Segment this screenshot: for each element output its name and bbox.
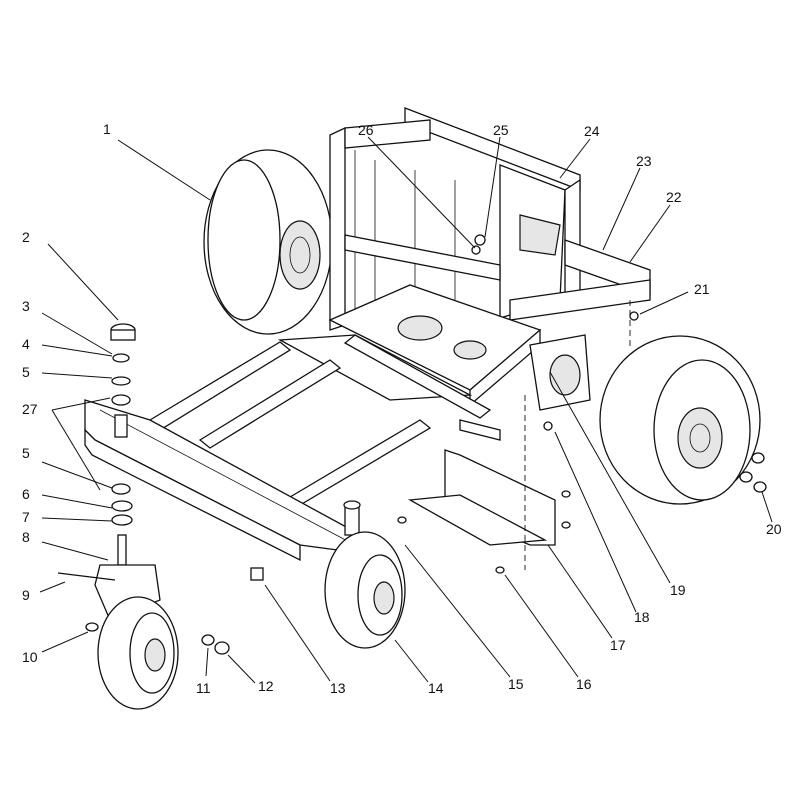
callout-1: 1 bbox=[103, 121, 111, 137]
callout-11: 11 bbox=[196, 680, 211, 696]
callout-19: 19 bbox=[670, 582, 686, 598]
left-caster-assembly bbox=[57, 323, 230, 710]
callout-14: 14 bbox=[428, 680, 444, 696]
callout-24: 24 bbox=[584, 123, 600, 139]
side-brackets bbox=[397, 234, 767, 574]
callout-22: 22 bbox=[666, 189, 682, 205]
callout-2: 2 bbox=[22, 229, 30, 245]
callout-9: 9 bbox=[22, 587, 30, 603]
callout-13: 13 bbox=[330, 680, 346, 696]
rear-right-tire bbox=[599, 335, 761, 505]
callout-3: 3 bbox=[22, 298, 30, 314]
callout-23: 23 bbox=[636, 153, 652, 169]
main-frame bbox=[148, 334, 501, 509]
callout-10: 10 bbox=[22, 649, 38, 665]
callout-8: 8 bbox=[22, 529, 30, 545]
callout-26: 26 bbox=[358, 122, 374, 138]
callout-17: 17 bbox=[610, 637, 626, 653]
front-cross-bar bbox=[84, 399, 376, 562]
leader-lines bbox=[39, 136, 773, 684]
callout-27: 27 bbox=[22, 401, 38, 417]
callout-6: 6 bbox=[22, 486, 30, 502]
callout-25: 25 bbox=[493, 122, 509, 138]
callout-21: 21 bbox=[694, 281, 710, 297]
callout-18: 18 bbox=[634, 609, 650, 625]
callout-12: 12 bbox=[258, 678, 274, 694]
callout-16: 16 bbox=[576, 676, 592, 692]
rear-left-tire bbox=[203, 149, 333, 335]
callout-20: 20 bbox=[766, 521, 782, 537]
callout-7: 7 bbox=[22, 509, 30, 525]
callout-labels: 1 2 3 4 5 27 5 6 7 8 9 10 11 12 13 14 15… bbox=[22, 121, 782, 696]
callout-15: 15 bbox=[508, 676, 524, 692]
rear-frame-assembly bbox=[329, 107, 651, 331]
right-caster-assembly bbox=[250, 500, 406, 649]
callout-5-lower: 5 bbox=[22, 445, 30, 461]
callout-4: 4 bbox=[22, 336, 30, 352]
callout-5-upper: 5 bbox=[22, 364, 30, 380]
